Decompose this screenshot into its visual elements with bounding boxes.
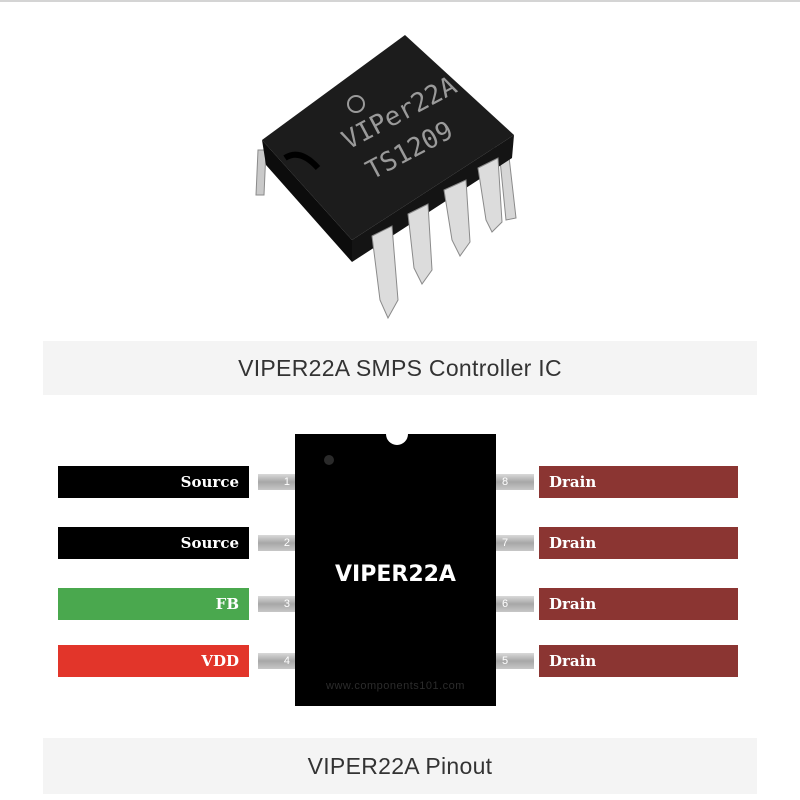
pin-leg: 8 [496, 474, 534, 490]
photo-caption: VIPER22A SMPS Controller IC [43, 341, 757, 395]
pin-leg: 5 [496, 653, 534, 669]
pin-leg: 7 [496, 535, 534, 551]
pin-leg: 3 [258, 596, 296, 612]
ic-name: VIPER22A [335, 562, 456, 587]
pin-label-right: Drain [539, 527, 738, 559]
pin-label-right: Drain [539, 645, 738, 677]
pin1-indicator-dot [324, 455, 334, 465]
pin-leg: 4 [258, 653, 296, 669]
pin-leg: 6 [496, 596, 534, 612]
pin-label-left: Source [58, 527, 249, 559]
pin-leg: 1 [258, 474, 296, 490]
pin-label-right: Drain [539, 466, 738, 498]
ic-notch [386, 434, 408, 445]
watermark: www.components101.com [326, 680, 465, 692]
pin-label-right: Drain [539, 588, 738, 620]
pin-leg: 2 [258, 535, 296, 551]
pinout-caption: VIPER22A Pinout [43, 738, 757, 794]
pin-label-left: Source [58, 466, 249, 498]
top-divider [0, 0, 800, 2]
ic-body [295, 434, 496, 706]
chip-photo: VIPer22A TS1209 [255, 35, 517, 320]
pin-label-left: FB [58, 588, 249, 620]
pin-label-left: VDD [58, 645, 249, 677]
